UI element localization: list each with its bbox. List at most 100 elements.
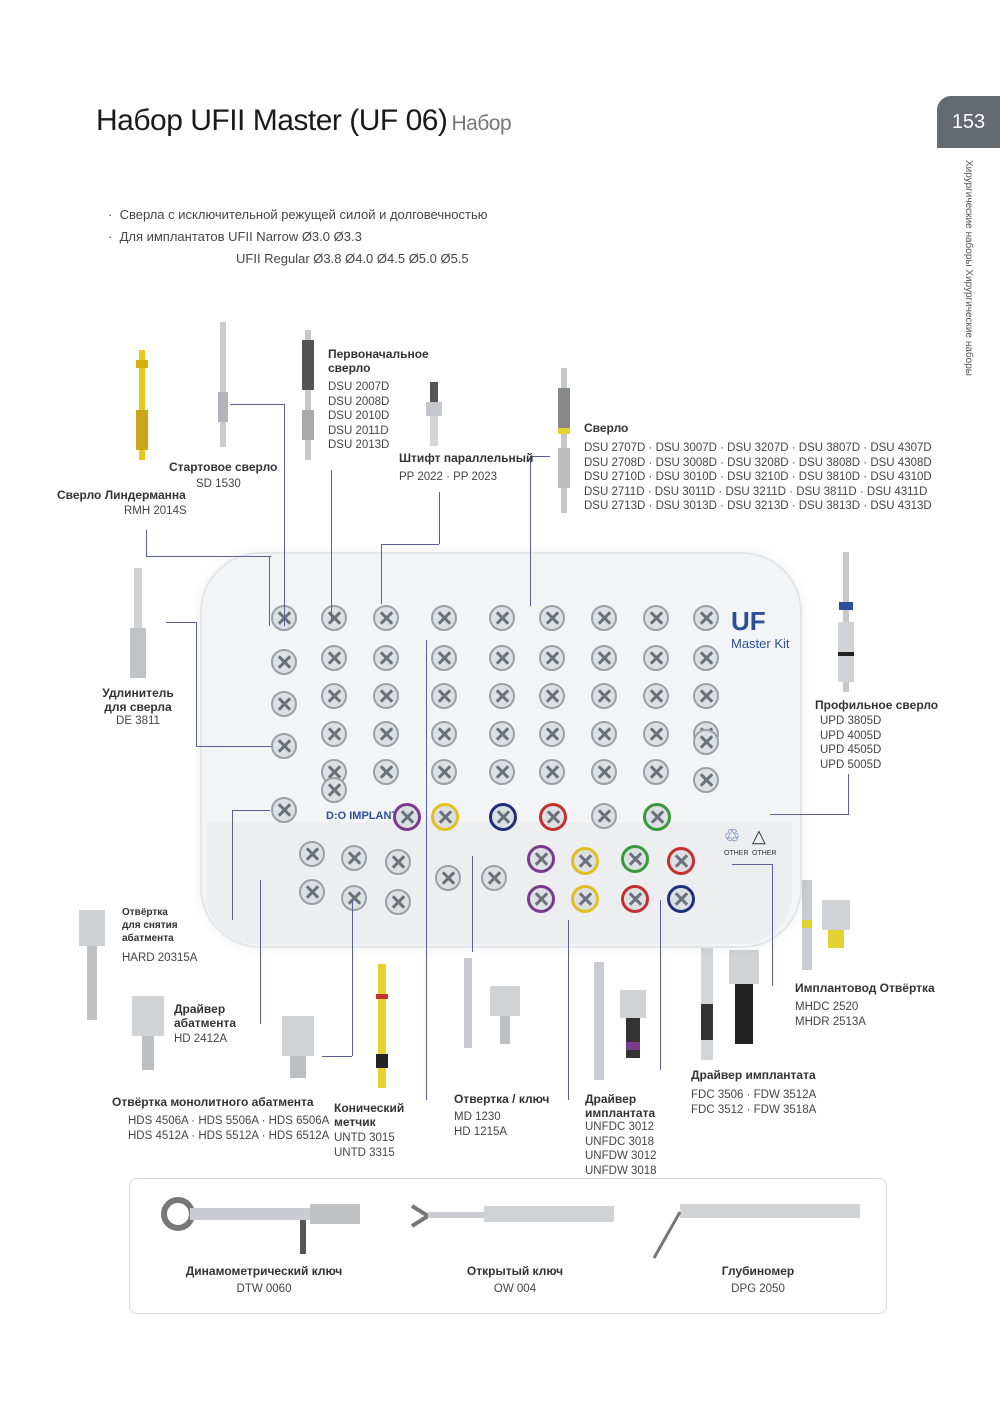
tray-slot	[591, 683, 617, 709]
tray-slot	[321, 683, 347, 709]
tray-slot	[539, 721, 565, 747]
tray-slot	[591, 721, 617, 747]
tray-slot	[489, 683, 515, 709]
leader-removal	[232, 810, 270, 812]
implant-driver-name: Драйвер имплантата	[691, 1068, 816, 1082]
tray-slot	[591, 605, 617, 631]
depth-gauge-code: DPG 2050	[731, 1283, 785, 1295]
bullet-3: UFII Regular Ø3.8 Ø4.0 Ø4.5 Ø5.0 Ø5.5	[236, 251, 469, 266]
tray-slot	[527, 885, 555, 913]
brand-logo: D:O IMPLANT	[326, 810, 399, 822]
abutment-driver-image	[132, 996, 164, 1070]
tray-slot	[643, 645, 669, 671]
tray-slot	[489, 759, 515, 785]
tray-slot	[693, 605, 719, 631]
side-tab-label: Хирургические наборы Хирургические набор…	[963, 160, 974, 376]
tray-slot	[667, 885, 695, 913]
tray-slot	[373, 683, 399, 709]
tray-slot	[271, 797, 297, 823]
tray-slot	[385, 849, 411, 875]
tray-slot	[431, 803, 459, 831]
tray-slot	[299, 841, 325, 867]
parallel-pin-image	[426, 382, 442, 446]
kit-logo: UF	[731, 606, 766, 636]
tray-slot	[667, 847, 695, 875]
tray-slot	[385, 889, 411, 915]
profile-drill-name: Профильное сверло	[815, 698, 939, 712]
tray-slot	[373, 605, 399, 631]
tray-slot	[643, 759, 669, 785]
leader-lindemann	[146, 530, 271, 557]
drill-name: Сверло	[584, 421, 629, 435]
leader-profile	[770, 774, 849, 815]
removal-driver-code: HARD 20315A	[122, 952, 198, 964]
tray-slot	[271, 649, 297, 675]
tray-slot	[373, 759, 399, 785]
tray-slot	[539, 759, 565, 785]
leader-key	[472, 856, 474, 952]
tray-slot	[489, 803, 517, 831]
abutment-driver-code: HD 2412A	[174, 1033, 228, 1045]
leader-pin	[381, 544, 439, 546]
initial-drill-image	[302, 330, 314, 460]
torque-wrench-image	[161, 1197, 360, 1254]
tray-slot	[321, 777, 347, 803]
tray-slot	[539, 803, 567, 831]
leader-mono-2	[322, 1056, 352, 1058]
torque-wrench-name: Динамометрический ключ	[185, 1264, 343, 1278]
leader-starter	[230, 404, 284, 406]
tray-slot	[643, 803, 671, 831]
leader-pin-3	[439, 492, 441, 544]
tray-slot	[431, 759, 457, 785]
accessories-box	[129, 1178, 887, 1314]
tray-slot	[591, 759, 617, 785]
lindemann-drill-image	[136, 350, 148, 460]
tray-slot	[373, 721, 399, 747]
page-subtitle: Набор	[451, 112, 512, 135]
lindemann-drill-name: Сверло Линдерманна	[57, 488, 186, 502]
page-title: Набор UFII Master (UF 06)Набор	[96, 104, 512, 137]
leader-abutment	[260, 880, 262, 1024]
tray-slot	[435, 865, 461, 891]
tray-slot	[299, 879, 325, 905]
tray-slot	[341, 885, 367, 911]
tray-slot	[321, 605, 347, 631]
tray-slot	[341, 845, 367, 871]
tray-slot	[431, 645, 457, 671]
leader-implant-small	[568, 920, 570, 1100]
extension-image	[130, 568, 146, 678]
drill-image	[558, 368, 570, 513]
tray-slot	[489, 645, 515, 671]
tray-slot	[621, 845, 649, 873]
tray-slot	[571, 847, 599, 875]
tray-slot	[693, 645, 719, 671]
open-wrench-code: OW 004	[493, 1283, 537, 1295]
leader-starter-2	[284, 404, 286, 626]
drill-codes: DSU 2707D · DSU 3007D · DSU 3207D · DSU …	[584, 442, 932, 512]
tray-slot	[393, 803, 421, 831]
tray-slot	[591, 803, 617, 829]
leader-implant	[660, 900, 662, 1070]
leader-mount-2	[772, 864, 774, 986]
depth-gauge-image	[652, 1204, 860, 1259]
open-wrench-image	[410, 1204, 614, 1228]
tray-slot	[271, 691, 297, 717]
tray-slot	[271, 733, 297, 759]
bullet-1: · Сверла с исключительной режущей силой …	[108, 207, 488, 222]
parallel-pin-name: Штифт параллельный	[399, 451, 534, 465]
tray-slot	[693, 767, 719, 793]
mono-driver-image	[282, 1016, 314, 1078]
tray-slot	[643, 683, 669, 709]
tap-image	[376, 964, 388, 1088]
depth-gauge-name: Глубиномер	[721, 1264, 795, 1278]
side-tab: Хирургические наборы Хирургические набор…	[948, 160, 988, 400]
